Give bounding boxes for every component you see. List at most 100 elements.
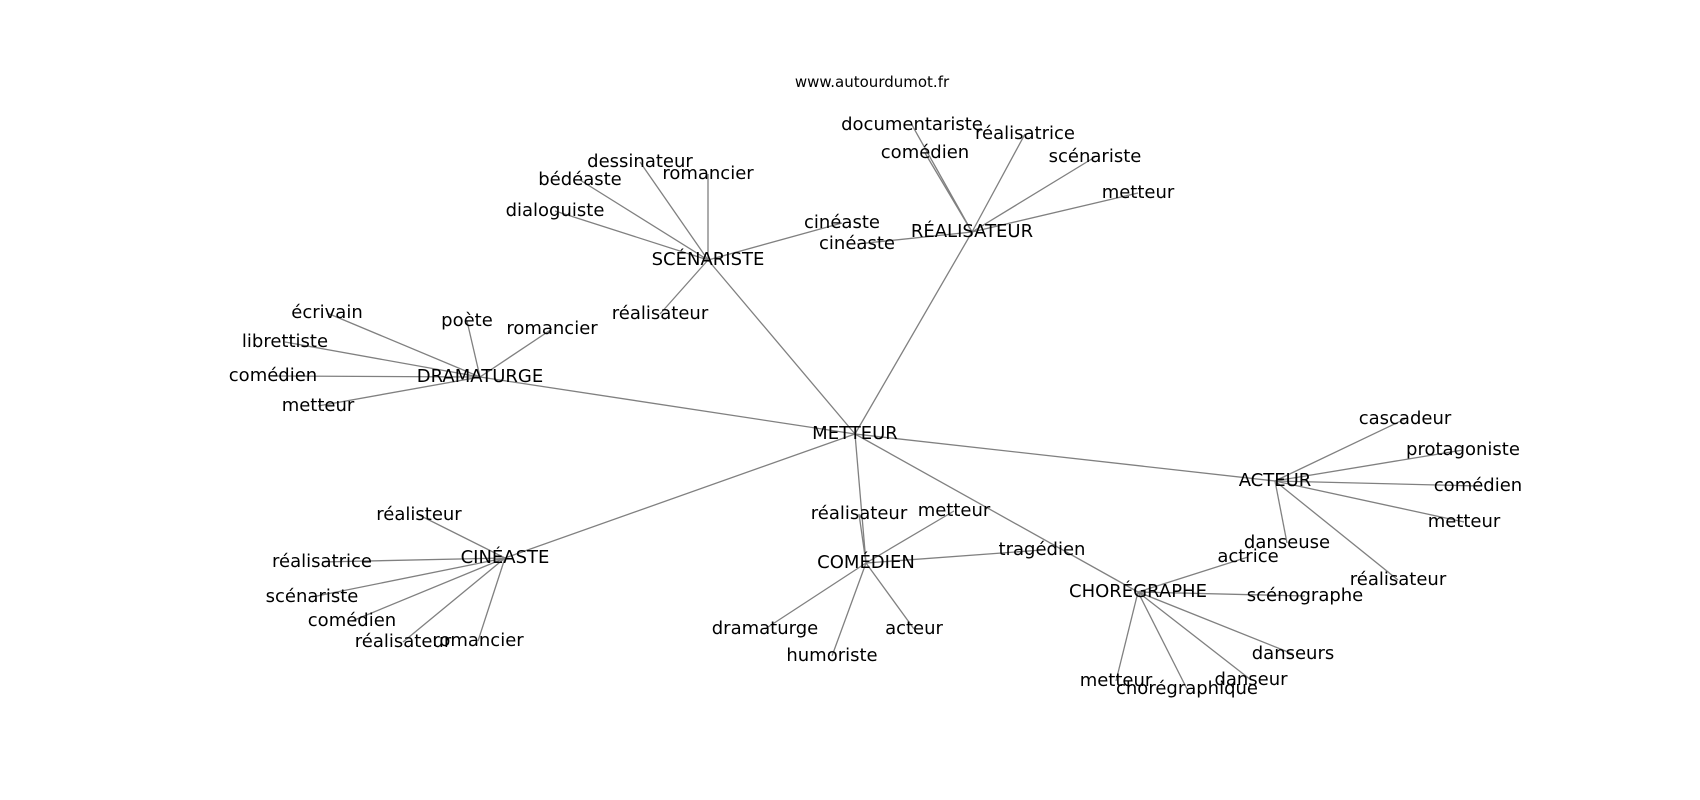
edge-acteur-ac-metteur: [1274, 480, 1465, 523]
leaf-label-dr-comedien: comédien: [229, 365, 317, 386]
leaf-label-ch-scenographe: scénographe: [1247, 585, 1364, 606]
hub-label-realisateur: RÉALISATEUR: [911, 220, 1033, 242]
edge-choregraphe-ch-danseur: [1137, 591, 1252, 681]
edge-cineaste-ci-romancier: [477, 557, 506, 642]
leaf-label-co-tragedien: tragédien: [999, 539, 1086, 560]
leaf-label-ac-cascadeur: cascadeur: [1359, 408, 1452, 429]
edge-scenariste-sc-dialoguiste: [554, 210, 709, 261]
edge-cineaste-ci-scenariste: [311, 557, 506, 598]
edge-realisateur-re-cineaste: [856, 231, 973, 245]
edge-metteur-comedien: [854, 433, 867, 564]
edge-metteur-acteur: [854, 433, 1276, 482]
edge-acteur-ac-cascadeur: [1274, 418, 1406, 482]
leaf-label-sc-dessinateur: dessinateur: [587, 151, 693, 172]
edge-cineaste-ci-realisatrice: [321, 557, 506, 563]
hub-label-cineaste: CINÉASTE: [461, 546, 550, 568]
edge-acteur-ac-comedien: [1274, 480, 1479, 487]
edge-dramaturge-dr-ecrivain: [326, 312, 481, 378]
leaf-label-ch-choregraphique: chorégraphique: [1116, 678, 1258, 699]
edge-comedien-co-tragedien: [865, 549, 1043, 564]
edge-cineaste-ci-realisteur: [418, 514, 506, 559]
edge-acteur-ac-realisateur: [1274, 480, 1399, 581]
leaf-label-sc-realisateur: réalisateur: [612, 303, 709, 324]
leaf-label-co-dramaturge: dramaturge: [712, 618, 818, 639]
edge-realisateur-re-realisatrice: [971, 133, 1026, 233]
leaf-label-sc-romancier: romancier: [662, 163, 754, 184]
labels-layer: METTEUR SCÉNARISTE RÉALISATEUR DRAMATURGE AC…: [229, 114, 1522, 699]
edge-realisateur-re-comedien: [924, 152, 973, 233]
leaf-label-ch-actrice: actrice: [1217, 546, 1278, 567]
leaf-label-ci-realisateur: réalisateur: [355, 631, 452, 652]
leaf-label-sc-bedeaste: bédéaste: [538, 169, 622, 190]
edge-dramaturge-dr-librettiste: [284, 341, 481, 378]
edge-comedien-co-metteur: [865, 510, 955, 564]
leaf-label-sc-dialoguiste: dialoguiste: [506, 200, 605, 221]
hub-label-dramaturge: DRAMATURGE: [417, 366, 543, 387]
leaf-label-ac-comedien: comédien: [1434, 475, 1522, 496]
edge-scenariste-sc-realisateur: [659, 259, 709, 315]
edge-choregraphe-ch-choregraphique: [1137, 591, 1188, 690]
edge-dramaturge-dr-metteur: [317, 376, 481, 407]
edge-scenariste-sc-bedeaste: [579, 179, 709, 261]
leaf-label-dr-librettiste: librettiste: [242, 331, 328, 352]
edge-choregraphe-ch-danseurs: [1137, 591, 1294, 655]
leaf-label-ac-danseuse: danseuse: [1244, 532, 1330, 553]
leaf-label-ci-realisatrice: réalisatrice: [272, 551, 372, 572]
leaf-label-re-metteur: metteur: [1102, 182, 1175, 203]
edge-comedien-co-realisateur: [858, 513, 867, 564]
edges-layer: [272, 124, 1479, 690]
leaf-label-re-comedien: comédien: [881, 142, 969, 163]
edge-comedien-co-humoriste: [831, 562, 867, 657]
leaf-label-dr-ecrivain: écrivain: [291, 302, 362, 323]
hub-label-acteur: ACTEUR: [1239, 470, 1312, 491]
leaf-label-ac-metteur: metteur: [1428, 511, 1501, 532]
leaf-label-re-scenariste: scénariste: [1049, 146, 1142, 167]
leaf-label-dr-romancier: romancier: [506, 318, 598, 339]
leaf-label-ci-romancier: romancier: [432, 630, 524, 651]
leaf-label-ch-metteur: metteur: [1080, 670, 1153, 691]
leaf-label-ch-danseurs: danseurs: [1252, 643, 1335, 664]
leaf-label-dr-poete: poète: [441, 310, 493, 331]
hub-label-choregraphe: CHORÉGRAPHE: [1069, 580, 1207, 602]
edge-choregraphe-ch-actrice: [1137, 556, 1249, 593]
leaf-label-co-metteur: metteur: [918, 500, 991, 521]
leaf-label-ac-realisateur: réalisateur: [1350, 569, 1447, 590]
edge-scenariste-sc-cineaste: [707, 222, 843, 261]
edge-metteur-dramaturge: [479, 376, 856, 435]
hub-label-scenariste: SCÉNARISTE: [652, 248, 765, 270]
hub-label-metteur: METTEUR: [812, 423, 898, 444]
hub-label-comedien: COMÉDIEN: [817, 551, 915, 573]
edge-scenariste-sc-dessinateur: [639, 161, 709, 261]
edge-acteur-ac-danseuse: [1274, 480, 1288, 544]
leaf-label-re-documentariste: documentariste: [841, 114, 983, 135]
leaf-label-sc-cineaste: cinéaste: [804, 212, 880, 233]
leaf-label-co-realisateur: réalisateur: [811, 503, 908, 524]
edge-cineaste-ci-realisateur: [402, 557, 506, 643]
leaf-label-ac-protagoniste: protagoniste: [1406, 439, 1520, 460]
edge-acteur-ac-protagoniste: [1274, 449, 1464, 482]
edge-realisateur-re-scenariste: [971, 156, 1096, 233]
leaf-label-ci-comedien: comédien: [308, 610, 396, 631]
leaf-label-dr-metteur: metteur: [282, 395, 355, 416]
leaf-label-co-humoriste: humoriste: [786, 645, 877, 666]
edge-metteur-cineaste: [504, 433, 856, 559]
leaf-label-co-acteur: acteur: [885, 618, 943, 639]
edge-comedien-co-acteur: [865, 562, 915, 630]
watermark-text: www.autourdumot.fr: [795, 73, 950, 91]
leaf-label-re-realisatrice: réalisatrice: [975, 123, 1075, 144]
edge-dramaturge-dr-romancier: [479, 328, 553, 378]
edge-metteur-choregraphe: [854, 433, 1139, 593]
leaf-label-re-cineaste: cinéaste: [819, 233, 895, 254]
edge-cineaste-ci-comedien: [351, 557, 506, 622]
edge-dramaturge-dr-poete: [466, 320, 481, 378]
edge-metteur-scenariste: [707, 259, 856, 435]
leaf-label-ci-scenariste: scénariste: [266, 586, 359, 607]
edge-metteur-realisateur: [854, 231, 973, 435]
edge-dramaturge-dr-comedien: [272, 375, 481, 378]
leaf-label-ci-realisteur: réalisteur: [376, 504, 462, 525]
edge-comedien-co-dramaturge: [764, 562, 867, 630]
edge-choregraphe-ch-scenographe: [1137, 591, 1306, 597]
leaf-label-ch-danseur: danseur: [1214, 669, 1288, 690]
edge-choregraphe-ch-metteur: [1115, 591, 1139, 682]
